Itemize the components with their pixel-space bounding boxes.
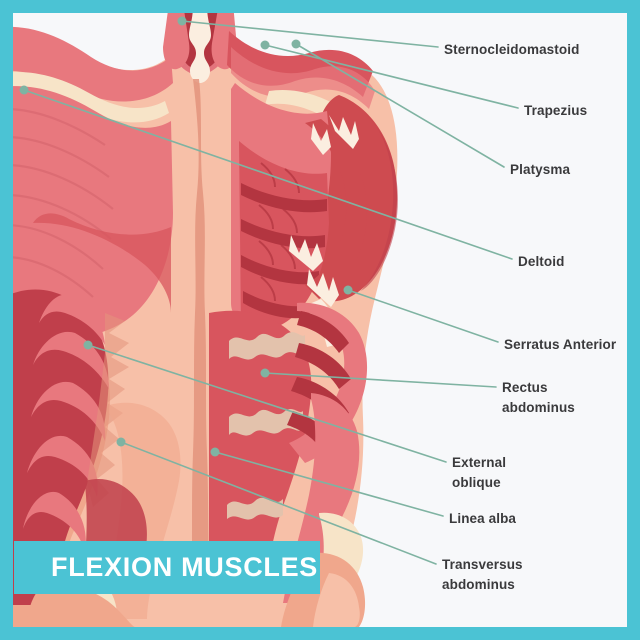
tendon-fringe-lower bbox=[289, 235, 339, 307]
trachea-sternum bbox=[189, 13, 211, 83]
marker-rectus-abdominus bbox=[260, 368, 270, 378]
leader-line-linea-alba bbox=[214, 451, 444, 517]
label-trapezius: Trapezius bbox=[524, 103, 588, 118]
illustration-canvas: Sternocleidomastoid Trapezius Platysma D… bbox=[13, 13, 627, 627]
leader-line-serratus-anterior bbox=[347, 289, 499, 343]
marker-trapezius bbox=[260, 40, 270, 50]
pectoralis-major-left bbox=[13, 86, 173, 338]
leader-line-external-oblique bbox=[87, 344, 447, 463]
clavicle-left bbox=[13, 72, 169, 123]
intercostal-bands bbox=[241, 183, 327, 319]
leader-markers bbox=[19, 16, 353, 457]
title-text: FLEXION MUSCLES bbox=[51, 552, 319, 582]
pectoral-flap-strip bbox=[305, 119, 367, 299]
marker-serratus-anterior bbox=[343, 285, 353, 295]
pelvis-skin-left bbox=[27, 585, 135, 627]
tendon-fringe-upper bbox=[311, 115, 359, 155]
label-transversus-abdominus: Transversus abdominus bbox=[442, 557, 523, 592]
leader-line-deltoid bbox=[23, 89, 513, 260]
oblique-notches bbox=[87, 313, 129, 507]
linea-alba bbox=[191, 79, 211, 593]
pelvis-skin-right-light bbox=[313, 573, 360, 627]
marker-platysma bbox=[291, 39, 301, 49]
marker-deltoid bbox=[19, 85, 29, 95]
anatomy-artwork bbox=[13, 13, 519, 627]
title-banner: FLEXION MUSCLES bbox=[14, 541, 320, 594]
platysma-right bbox=[231, 47, 375, 109]
leader-line-platysma bbox=[295, 43, 505, 168]
marker-sternocleidomastoid bbox=[177, 16, 187, 26]
leader-line-rectus-abdominus bbox=[264, 372, 497, 388]
label-sternocleidomastoid: Sternocleidomastoid bbox=[444, 42, 580, 57]
marker-transversus-abdominus bbox=[116, 437, 126, 447]
tendinous-intersections bbox=[227, 332, 305, 520]
pectoralis-left-lower-shadow bbox=[33, 213, 171, 313]
label-rectus-abdominus: Rectus abdominus bbox=[502, 380, 575, 415]
trapezius-left bbox=[13, 26, 173, 102]
sternocleidomastoid-left bbox=[163, 13, 190, 70]
leader-line-trapezius bbox=[264, 44, 519, 109]
label-deltoid: Deltoid bbox=[518, 254, 565, 269]
label-external-oblique: External oblique bbox=[452, 455, 507, 490]
label-platysma: Platysma bbox=[510, 162, 571, 177]
rectus-abdominus-panel bbox=[209, 310, 312, 593]
marker-external-oblique bbox=[83, 340, 93, 350]
leader-line-transversus-abdominus bbox=[120, 441, 437, 565]
label-linea-alba: Linea alba bbox=[449, 511, 517, 526]
label-serratus-anterior: Serratus Anterior bbox=[504, 337, 617, 352]
deltoid-right-shade bbox=[361, 113, 398, 291]
marker-linea-alba bbox=[210, 447, 220, 457]
rib-arc-lines bbox=[258, 162, 300, 302]
leader-line-sternocleidomastoid bbox=[181, 20, 439, 48]
leader-lines bbox=[23, 20, 519, 565]
